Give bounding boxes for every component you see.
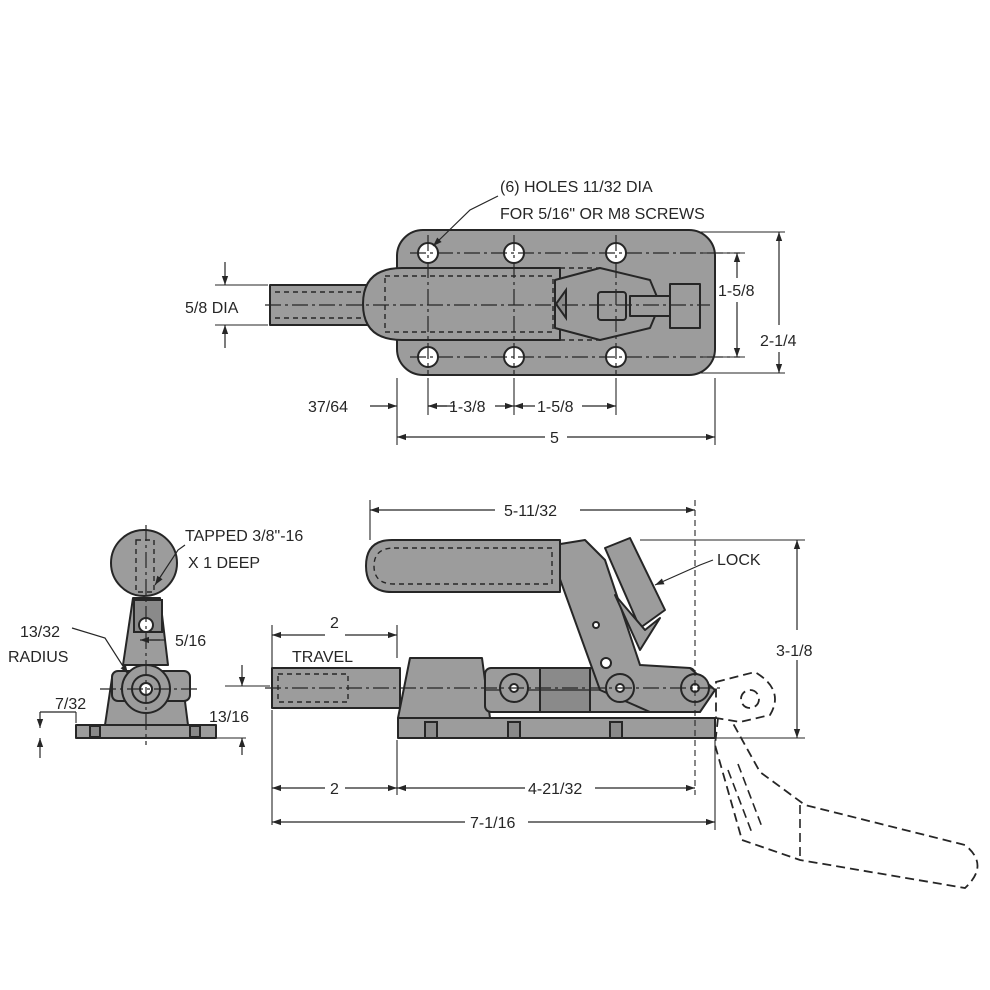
- dim-2-1-4: 2-1/4: [760, 333, 797, 350]
- end-view-flange-slot-left: [89, 725, 101, 738]
- dim-1-5-8-horizontal: 1-5/8: [537, 399, 574, 416]
- top-view-cam-point: [554, 286, 567, 322]
- top-view: [265, 229, 740, 376]
- radius-note-leader: [71, 627, 129, 675]
- dim-5-11-32: 5-11/32: [504, 503, 557, 520]
- top-view-link-bar: [629, 295, 671, 317]
- end-view-tapped-hole: [135, 539, 155, 593]
- top-view-plunger-housing: [362, 267, 561, 341]
- side-view-small-pin: [592, 621, 600, 629]
- holes-note-line1: (6) HOLES 11/32 DIA: [500, 179, 653, 196]
- dim-2-bottom: 2: [330, 781, 339, 798]
- side-view-released-handle-phantom: [714, 697, 979, 889]
- dim-37-64: 37/64: [308, 399, 348, 416]
- top-view-hidden-bore: [384, 275, 554, 333]
- tapped-note-leader: [154, 544, 186, 586]
- dim-3-1-8: 3-1/8: [776, 643, 813, 660]
- dim-5-16: 5/16: [175, 633, 206, 650]
- tapped-note-line1: TAPPED 3/8"-16: [185, 528, 303, 545]
- dim-5-8-dia: 5/8 DIA: [185, 300, 239, 317]
- radius-note-line1: 13/32: [20, 624, 60, 641]
- side-view-grip-hidden: [373, 547, 553, 585]
- end-view-flange-slot-right: [189, 725, 201, 738]
- end-view-handle-knob: [110, 529, 178, 597]
- side-view-released-lock-phantom: [727, 763, 801, 860]
- dim-2-travel: 2: [330, 615, 339, 632]
- side-view-base-slot-2: [507, 721, 521, 739]
- dim-4-21-32: 4-21/32: [528, 781, 582, 798]
- side-view-lock-lever: [604, 537, 666, 629]
- tapped-note-line2: X 1 DEEP: [188, 555, 260, 572]
- holes-note-leader: [432, 195, 499, 247]
- side-view: [265, 537, 979, 889]
- lock-note-leader: [654, 559, 714, 586]
- dim-1-3-8: 1-3/8: [449, 399, 486, 416]
- dim-5: 5: [550, 430, 559, 447]
- side-view-handle-grip: [365, 539, 561, 593]
- dim-7-1-16: 7-1/16: [470, 815, 515, 832]
- dim-13-16: 13/16: [209, 709, 249, 726]
- side-view-base-plate: [397, 717, 716, 739]
- top-view-pivot-end: [669, 283, 701, 329]
- side-view-front-housing: [397, 657, 491, 719]
- lock-note: LOCK: [717, 552, 761, 569]
- dim-1-5-8-vertical: 1-5/8: [718, 283, 755, 300]
- side-view-dimensions: 5-11/32 LOCK 3-1/8 2 TRAVEL 2 4-21/32 7-…: [271, 500, 813, 832]
- side-view-link-pin: [600, 657, 612, 669]
- top-view-link-block: [597, 291, 627, 321]
- dim-7-32: 7/32: [55, 696, 86, 713]
- side-view-base-slot-1: [424, 721, 438, 739]
- end-view-dimensions: TAPPED 3/8"-16 X 1 DEEP 13/32 RADIUS 5/1…: [8, 528, 303, 758]
- side-view-base-slot-3: [609, 721, 623, 739]
- travel-note: TRAVEL: [292, 649, 353, 666]
- radius-note-line2: RADIUS: [8, 649, 68, 666]
- side-view-released-pivot-phantom: [740, 689, 760, 709]
- side-view-lock-tab: [614, 594, 661, 651]
- top-view-dimensions: (6) HOLES 11/32 DIA FOR 5/16" OR M8 SCRE…: [185, 179, 797, 447]
- holes-note-line2: FOR 5/16" OR M8 SCREWS: [500, 206, 705, 223]
